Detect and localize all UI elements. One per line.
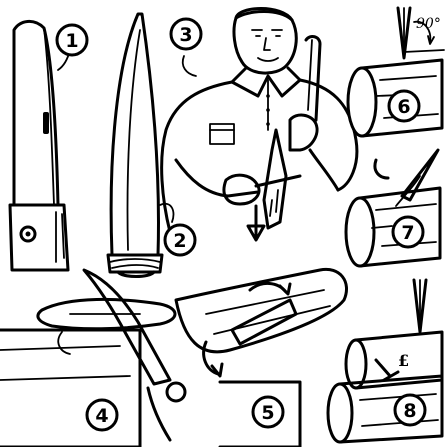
- panel-8-splitting: [328, 280, 442, 442]
- panel-1-folding-knife: [10, 21, 70, 270]
- carving-knife: [256, 176, 300, 186]
- log-7-end: [346, 198, 374, 266]
- sheath-knife-blade: [111, 14, 158, 255]
- sheath-knife-guard: [108, 255, 162, 272]
- panel-number-5: 5: [261, 402, 274, 424]
- nail-nick: [43, 112, 49, 134]
- angle-label: 90°: [416, 16, 441, 32]
- panel-number-8: 8: [403, 400, 416, 422]
- folding-knife-blade: [14, 21, 58, 205]
- panel-number-6: 6: [397, 96, 410, 118]
- panel-number-3: 3: [179, 24, 192, 46]
- split-arrow: [376, 360, 398, 380]
- log-6-end: [348, 68, 376, 136]
- panel-number-4: 4: [95, 405, 108, 427]
- right-arm: [176, 160, 258, 196]
- pointer-line-3: [183, 56, 196, 76]
- right-hand: [224, 175, 259, 204]
- branch-5: [176, 269, 347, 351]
- panel-number-7: 7: [401, 222, 414, 244]
- log-8-bottom-end: [328, 384, 352, 442]
- panel-number-2: 2: [173, 230, 186, 252]
- pound-mark: £: [398, 351, 409, 370]
- panel-7-angled-cut: [346, 150, 440, 266]
- panel-number-1: 1: [65, 30, 78, 52]
- curl-arrow-4: [58, 332, 70, 354]
- shirt-pocket: [210, 124, 234, 144]
- knife-4-rivet: [167, 383, 185, 401]
- chip-curl: [375, 160, 388, 178]
- folding-knife-handle: [10, 205, 68, 270]
- left-hand: [290, 115, 317, 150]
